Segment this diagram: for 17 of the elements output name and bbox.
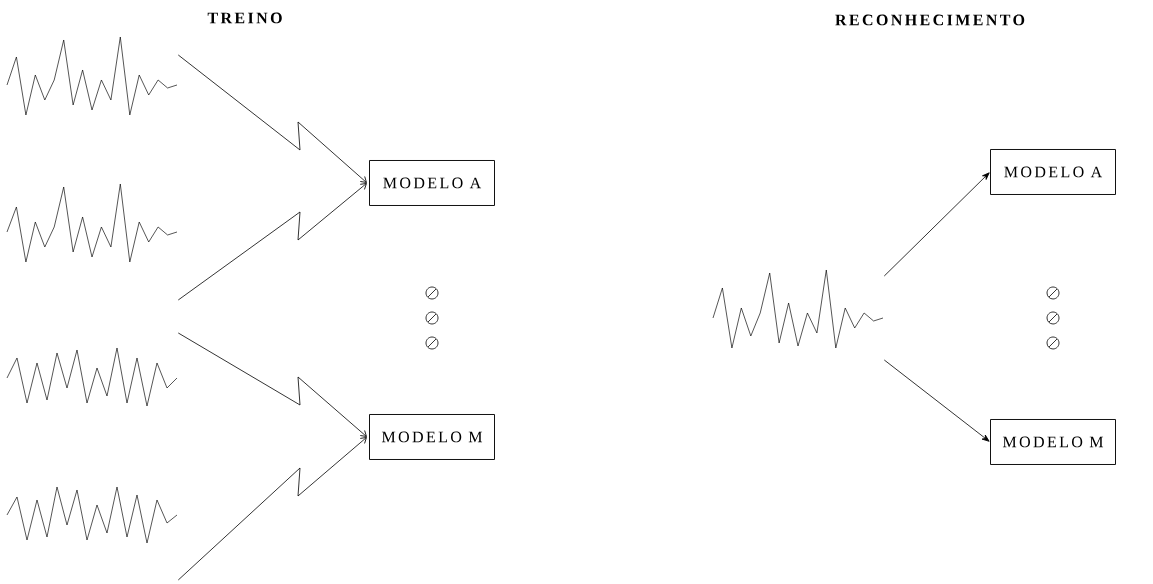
arrow [883, 172, 990, 277]
waveform-drawing [6, 183, 178, 263]
model-box: MODELO M [990, 419, 1116, 465]
model-box: MODELO M [369, 414, 495, 460]
hollow-arrow [177, 54, 367, 183]
model-box: MODELO A [369, 160, 495, 206]
waveform-drawing [6, 486, 178, 544]
hollow-arrow [177, 332, 367, 437]
hollow-arrow [177, 437, 367, 581]
waveform-drawing [712, 269, 884, 349]
model-box: MODELO A [990, 149, 1116, 195]
section-title: RECONHECIMENTO [835, 14, 1025, 26]
waveform-drawing [6, 36, 178, 116]
waveform-drawing [6, 347, 178, 407]
section-title: TREINO [207, 12, 282, 24]
hollow-arrow [177, 183, 367, 301]
arrow [883, 359, 990, 442]
